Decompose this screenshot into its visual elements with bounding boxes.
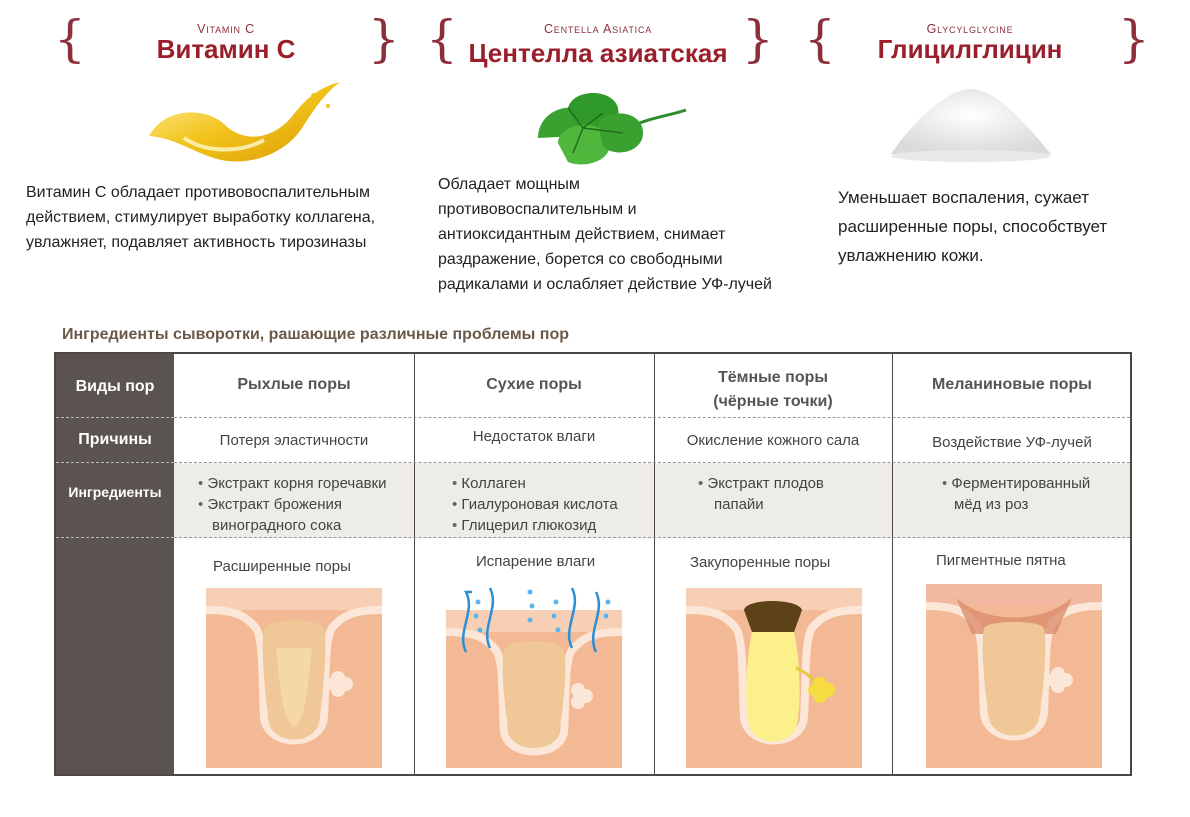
list-item: виноградного сока (212, 517, 342, 534)
row-header-causes: Причины (78, 431, 152, 448)
ingredient-description: Уменьшает воспаления, сужает расширенные… (838, 188, 1108, 265)
glycylglycine-powder-icon (891, 89, 1051, 162)
list-item: • Ферментированный (942, 475, 1091, 492)
list-item: • Экстракт брожения (198, 496, 343, 513)
ingredient-title: Глицилглицин (877, 34, 1063, 64)
ingredient-subtitle: Centella Asiatica (543, 22, 653, 36)
row-divider (174, 462, 1130, 463)
row-header-column: Виды пор Причины Ингредиенты (56, 354, 174, 774)
divider (56, 417, 174, 418)
illustration-label: Закупоренные поры (690, 554, 831, 571)
ingredient-glycylglycine: { } Glycylglycine Глицилглицин Уменьшает… (780, 0, 1160, 320)
column-header: Сухие поры (486, 376, 582, 393)
list-item: мёд из роз (954, 496, 1029, 513)
table-section-title: Ингредиенты сыворотки, рашающие различны… (62, 326, 569, 343)
dry-pore-illustration (446, 587, 622, 768)
pore-problems-table: Виды пор Причины Ингредиенты Рыхлые поры… (54, 352, 1132, 776)
column-divider (892, 354, 893, 774)
ingredient-vitamin-c: { } Vitamin C Витамин C Витамин С облада… (26, 0, 416, 320)
list-item: • Экстракт корня горечавки (198, 475, 387, 492)
ingredient-list: • Экстракт корня горечавки • Экстракт бр… (198, 473, 386, 536)
right-brace-icon: } (742, 10, 774, 68)
illustration-label: Расширенные поры (213, 558, 351, 575)
vitamin-c-splash-icon (149, 82, 340, 162)
ingredients-row-band (174, 463, 1130, 538)
left-brace-icon: { (426, 10, 458, 68)
ingredient-list: • Ферментированный мёд из роз (942, 473, 1090, 515)
column-divider (654, 354, 655, 774)
row-header-ingredients: Ингредиенты (68, 484, 162, 500)
list-item: • Коллаген (452, 475, 526, 492)
pigmented-pore-illustration (926, 584, 1102, 768)
ingredient-centella: { } Centella Asiatica Центелла азиатская… (408, 0, 788, 320)
list-item: папайи (714, 496, 764, 513)
cause-cell: Воздействие УФ-лучей (932, 434, 1092, 451)
divider (56, 537, 174, 538)
list-item: • Глицерил глюкозид (452, 517, 597, 534)
column-header: Тёмные поры (чёрные точки) (713, 369, 833, 410)
clogged-pore-illustration (686, 588, 862, 768)
list-item: • Гиалуроновая кислота (452, 496, 618, 513)
cause-cell: Потеря эластичности (219, 432, 369, 449)
illustration-label: Пигментные пятна (936, 552, 1066, 569)
right-brace-icon: } (1118, 10, 1150, 68)
ingredient-description: Обладает мощным противовоспалительным и … (438, 176, 772, 293)
ingredient-subtitle: Vitamin C (197, 22, 255, 36)
cause-cell: Окисление кожного сала (686, 432, 860, 449)
row-divider (174, 417, 1130, 418)
right-brace-icon: } (368, 10, 400, 68)
ingredient-description: Витамин С обладает противовоспалительным… (26, 184, 376, 251)
ingredient-title: Центелла азиатская (468, 38, 728, 68)
row-divider (174, 537, 1130, 538)
column-header: Меланиновые поры (932, 376, 1092, 393)
centella-leaves-icon (538, 93, 687, 165)
illustration-label: Испарение влаги (476, 553, 596, 570)
left-brace-icon: { (54, 10, 86, 68)
column-divider (414, 354, 415, 774)
enlarged-pore-illustration (206, 588, 382, 768)
cause-cell: Недостаток влаги (472, 428, 596, 445)
left-brace-icon: { (804, 10, 836, 68)
list-item: • Экстракт плодов (698, 475, 824, 492)
ingredient-title: Витамин C (156, 34, 296, 64)
ingredient-subtitle: Glycylglycine (926, 22, 1014, 36)
row-header-types: Виды пор (75, 378, 155, 395)
column-header: Рыхлые поры (237, 376, 351, 393)
ingredient-list: • Коллаген • Гиалуроновая кислота • Глиц… (452, 473, 618, 536)
divider (56, 462, 174, 463)
ingredient-list: • Экстракт плодов папайи (698, 473, 824, 515)
